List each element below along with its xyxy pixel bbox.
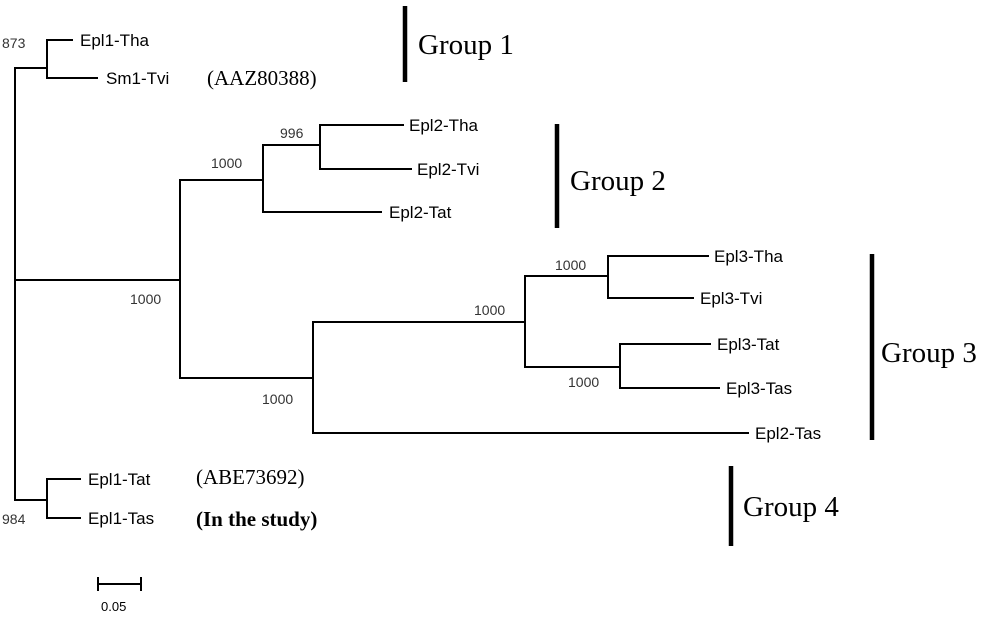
bootstrap-g4: 984 bbox=[2, 511, 26, 527]
bootstrap-epl3-tat-tas: 1000 bbox=[568, 374, 599, 390]
group-1-label: Group 1 bbox=[418, 29, 514, 61]
group-3-label: Group 3 bbox=[881, 337, 977, 369]
accession-epl1-tas: (In the study) bbox=[196, 507, 317, 531]
bootstrap-g2: 1000 bbox=[211, 155, 242, 171]
accession-sm1-tvi: (AAZ80388) bbox=[207, 66, 317, 90]
leaf-epl2-tas: Epl2-Tas bbox=[755, 424, 821, 443]
leaf-epl3-tat: Epl3-Tat bbox=[717, 335, 780, 354]
bootstrap-epl2-tha-tvi: 996 bbox=[280, 125, 304, 141]
bootstrap-g2g3: 1000 bbox=[130, 291, 161, 307]
leaf-sm1-tvi: Sm1-Tvi bbox=[106, 69, 169, 88]
group-4-label: Group 4 bbox=[743, 491, 839, 523]
accession-epl1-tat: (ABE73692) bbox=[196, 465, 305, 489]
leaf-epl3-tvi: Epl3-Tvi bbox=[700, 289, 762, 308]
leaf-epl1-tha: Epl1-Tha bbox=[80, 31, 150, 50]
bootstrap-g3: 1000 bbox=[262, 391, 293, 407]
leaf-epl2-tat: Epl2-Tat bbox=[389, 203, 452, 222]
leaf-epl2-tvi: Epl2-Tvi bbox=[417, 160, 479, 179]
leaf-epl1-tas: Epl1-Tas bbox=[88, 509, 154, 528]
bootstrap-g1: 873 bbox=[2, 35, 26, 51]
scale-bar-label: 0.05 bbox=[101, 599, 126, 614]
leaf-epl2-tha: Epl2-Tha bbox=[409, 116, 479, 135]
bootstrap-epl3-core: 1000 bbox=[474, 302, 505, 318]
leaf-epl3-tha: Epl3-Tha bbox=[714, 247, 784, 266]
leaf-epl3-tas: Epl3-Tas bbox=[726, 379, 792, 398]
leaf-epl1-tat: Epl1-Tat bbox=[88, 470, 151, 489]
group-2-label: Group 2 bbox=[570, 165, 666, 197]
bootstrap-epl3-tha-tvi: 1000 bbox=[555, 257, 586, 273]
